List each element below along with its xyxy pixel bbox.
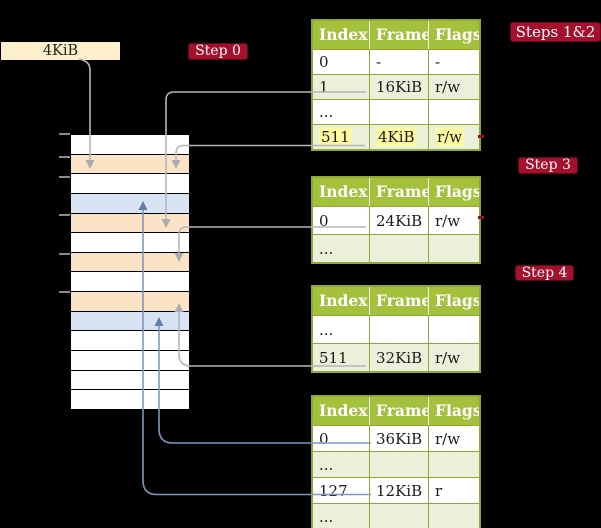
table-cell: 24KiB bbox=[369, 207, 428, 234]
table-cell bbox=[428, 452, 479, 477]
table-cell bbox=[428, 235, 479, 262]
ruler-tick bbox=[59, 291, 70, 293]
memory-row-pagetable bbox=[71, 212, 189, 233]
table-row: ... bbox=[313, 315, 479, 343]
table-cell bbox=[369, 452, 428, 477]
highlighted-value: r/w bbox=[435, 128, 465, 146]
table-cell: r bbox=[428, 478, 479, 503]
memory-row-free bbox=[71, 173, 189, 193]
column-header-frame: Frame bbox=[369, 178, 428, 206]
memory-row-free bbox=[71, 389, 189, 409]
red-marker bbox=[478, 216, 484, 219]
red-marker bbox=[478, 135, 484, 138]
table-row: ... bbox=[313, 99, 479, 124]
table-cell: 32KiB bbox=[369, 344, 428, 371]
table-cell: 511 bbox=[319, 349, 348, 367]
table-cell: ... bbox=[319, 508, 334, 526]
table-cell: 127 bbox=[319, 482, 348, 500]
column-header-index: Index bbox=[319, 291, 368, 310]
table-cell bbox=[369, 235, 428, 262]
table-cell bbox=[369, 100, 428, 124]
ruler-tick bbox=[59, 133, 70, 135]
highlighted-value: 4KiB bbox=[376, 128, 417, 146]
column-header-flags: Flags bbox=[428, 178, 479, 206]
ruler-tick bbox=[59, 156, 70, 158]
table-cell bbox=[428, 504, 479, 528]
badge-step-4: Step 4 bbox=[515, 265, 574, 281]
table-cell: 12KiB bbox=[369, 478, 428, 503]
badge-steps-1-2: Steps 1&2 bbox=[510, 22, 601, 42]
ruler-tick bbox=[59, 214, 70, 216]
column-header-index: Index bbox=[319, 401, 368, 420]
table-cell: r/w bbox=[428, 125, 479, 149]
table-cell: ... bbox=[319, 456, 334, 474]
table-cell: ... bbox=[319, 103, 334, 121]
table-row: ... bbox=[313, 503, 479, 528]
table-cell bbox=[369, 316, 428, 343]
table-row: 0 -- bbox=[313, 49, 479, 74]
table-cell: r/w bbox=[428, 207, 479, 234]
memory-row-pagetable bbox=[71, 153, 189, 174]
column-header-frame: Frame bbox=[369, 287, 428, 315]
table-cell: r/w bbox=[428, 75, 479, 99]
memory-row-free bbox=[71, 350, 189, 370]
memory-row-free bbox=[71, 330, 189, 351]
memory-row-data bbox=[71, 310, 189, 331]
table-cell: 36KiB bbox=[369, 426, 428, 451]
memory-row-free bbox=[71, 135, 189, 154]
column-header-index: Index bbox=[319, 182, 368, 201]
table-cell bbox=[428, 316, 479, 343]
page-table-base-box: 4KiB bbox=[1, 42, 120, 60]
ruler-tick bbox=[59, 176, 70, 178]
table-cell bbox=[369, 504, 428, 528]
column-header-frame: Frame bbox=[369, 21, 428, 49]
table-row: 511 4KiB r/w bbox=[313, 124, 479, 149]
column-header-flags: Flags bbox=[428, 287, 479, 315]
memory-row-free bbox=[71, 271, 189, 292]
table-cell: 0 bbox=[319, 430, 329, 448]
table-cell bbox=[428, 100, 479, 124]
highlighted-value: 511 bbox=[319, 128, 352, 146]
memory-row-pagetable bbox=[71, 291, 189, 311]
table-cell: 0 bbox=[319, 53, 329, 71]
table-cell: 4KiB bbox=[369, 125, 428, 149]
memory-row-data bbox=[71, 192, 189, 213]
memory-column bbox=[70, 134, 190, 410]
table-row: ... bbox=[313, 451, 479, 477]
column-header-frame: Frame bbox=[369, 397, 428, 425]
table-cell: ... bbox=[319, 240, 334, 258]
table-cell: 511 bbox=[313, 125, 369, 149]
column-header-flags: Flags bbox=[428, 21, 479, 49]
table-row: ... bbox=[313, 234, 479, 262]
ruler-tick bbox=[59, 253, 70, 255]
table-cell: 0 bbox=[319, 212, 329, 230]
badge-step-3: Step 3 bbox=[518, 157, 578, 174]
table-cell: - bbox=[369, 50, 428, 74]
column-header-index: Index bbox=[319, 25, 368, 44]
memory-row-free bbox=[71, 369, 189, 390]
memory-row-pagetable bbox=[71, 251, 189, 272]
column-header-flags: Flags bbox=[428, 397, 479, 425]
table-cell: r/w bbox=[428, 426, 479, 451]
table-cell: - bbox=[428, 50, 479, 74]
table-cell: r/w bbox=[428, 344, 479, 371]
badge-step-0: Step 0 bbox=[188, 43, 248, 60]
memory-row-free bbox=[71, 232, 189, 252]
table-cell: 1 bbox=[319, 78, 329, 96]
table-cell: ... bbox=[319, 321, 334, 339]
table-cell: 16KiB bbox=[369, 75, 428, 99]
